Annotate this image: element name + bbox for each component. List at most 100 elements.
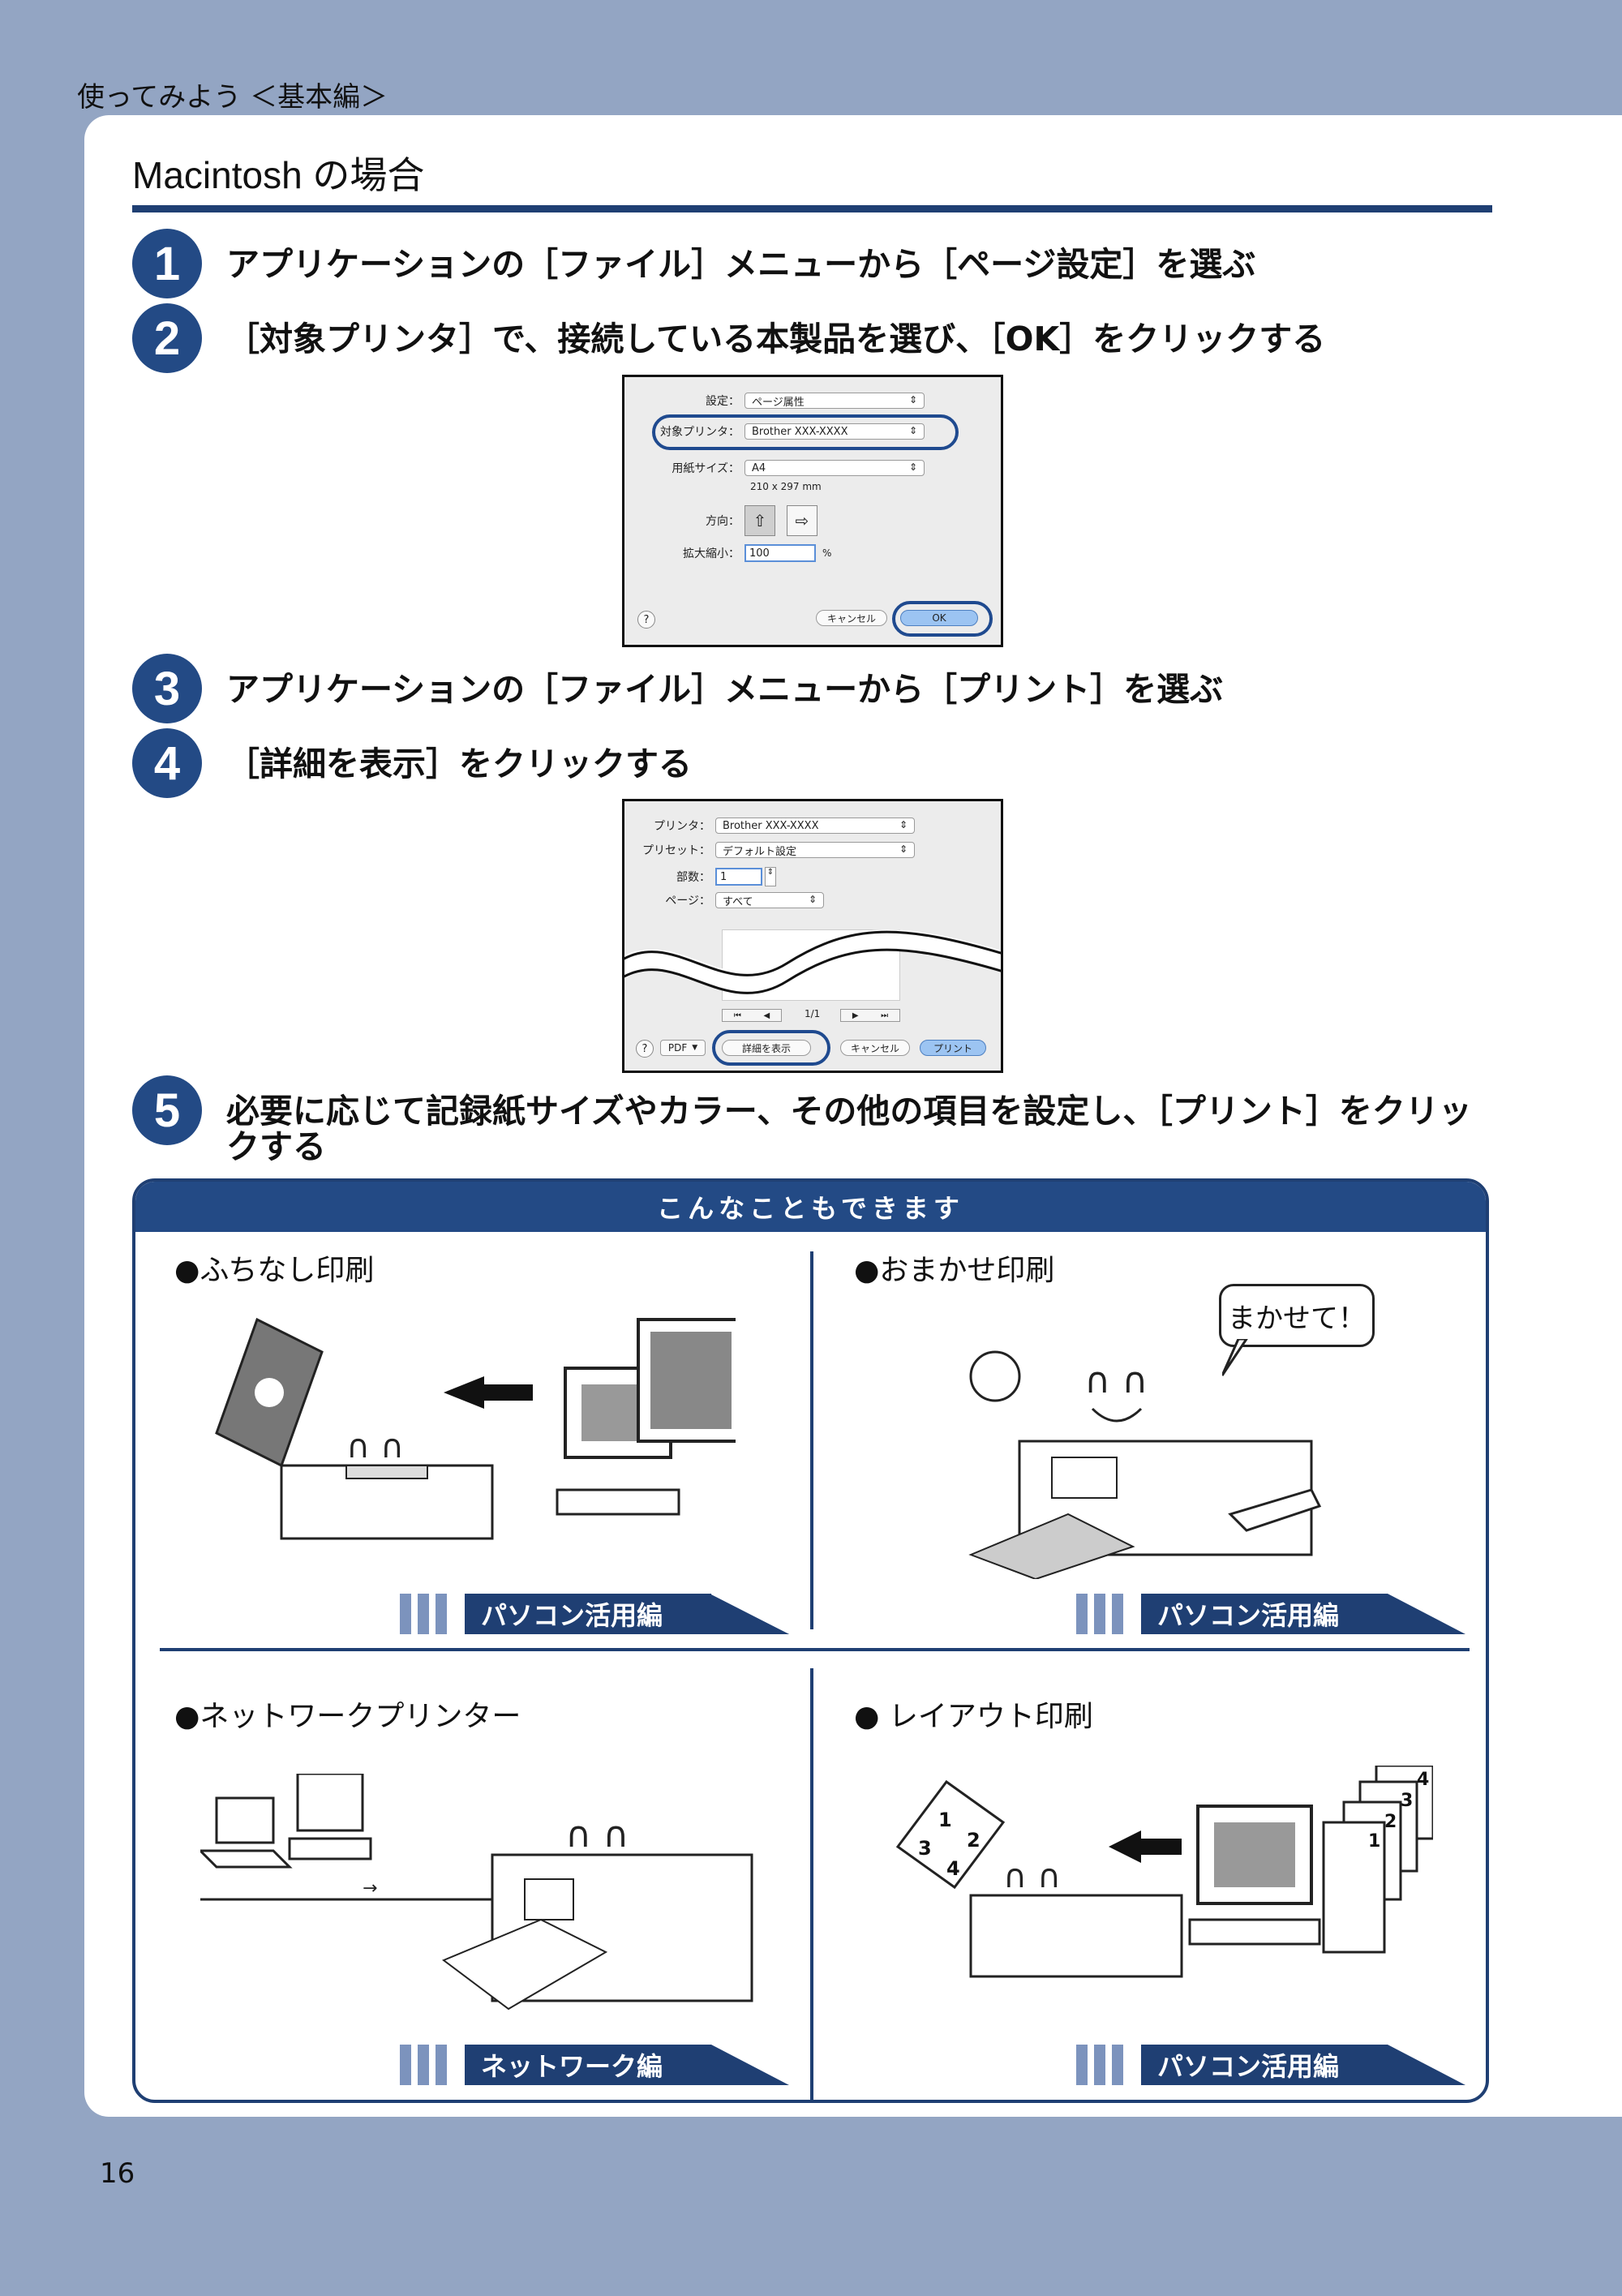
copies-stepper[interactable]: ⇕ [765,867,776,886]
page-number: 16 [100,2157,135,2190]
tag-arrow-shape [1141,2045,1465,2085]
reference-tag-network[interactable]: ネットワーク編 [400,2045,789,2085]
feature-title-network: ●ネットワークプリンター [174,1700,521,1733]
step-text: ［対象プリンタ］で、接続している本製品を選び、［OK］をクリックする [226,320,1326,358]
scale-label: 拡大縮小： [683,547,740,560]
vertical-divider [810,1668,813,2100]
svg-text:3: 3 [1401,1791,1413,1811]
settings-label: 設定： [706,395,740,408]
tag-arrow-shape [465,2045,789,2085]
page-counter: 1/1 [805,1008,821,1019]
pdf-menu-button[interactable]: PDF▼ [660,1040,706,1056]
auto-print-illustration: ∩ ∩ [968,1350,1322,1579]
features-box: こんなこともできます ●ふちなし印刷 ∩ ∩ パソコン活用編 ●おまかせ印刷 ま… [132,1178,1489,2103]
updown-arrow-icon: ⇕ [899,843,908,855]
preset-label: プリセット： [642,844,710,857]
prev-page-buttons[interactable]: ⏮◀ [722,1009,782,1022]
updown-arrow-icon: ⇕ [908,394,917,406]
print-button[interactable]: プリント [920,1040,986,1056]
first-page-icon: ⏮ [733,1011,741,1020]
feature-title-layout: ● レイアウト印刷 [854,1700,1093,1733]
scale-input[interactable]: 100 [744,544,816,562]
target-printer-value: Brother XXX-XXXX [752,425,848,438]
svg-text:∩ ∩: ∩ ∩ [565,1814,629,1856]
tag-label: パソコン活用編 [481,1600,663,1631]
orientation-label: 方向： [706,515,740,528]
paper-size-value: A4 [752,461,766,474]
step-number: 2 [132,303,202,373]
scale-unit: % [822,547,832,559]
horizontal-divider [160,1648,1470,1651]
step-text: ［詳細を表示］をクリックする [226,745,692,783]
target-printer-select[interactable]: Brother XXX-XXXX ⇕ [744,423,925,440]
pages-label: ページ： [665,895,710,908]
reference-tag-pc[interactable]: パソコン活用編 [400,1594,789,1634]
section-rule [132,205,1492,212]
paper-dimensions: 210 x 297 mm [750,481,822,492]
updown-arrow-icon: ⇕ [908,461,917,473]
updown-arrow-icon: ⇕ [908,425,917,436]
pages-select[interactable]: すべて⇕ [715,892,824,908]
page-setup-dialog: 設定： ページ属性 ⇕ 対象プリンタ： Brother XXX-XXXX ⇕ 用紙サ… [622,375,1003,647]
step-1: 1 アプリケーションの［ファイル］メニューから［ページ設定］を選ぶ [132,229,1491,298]
svg-text:→: → [363,1878,377,1899]
speech-bubble-tail [1222,1339,1248,1376]
tag-label: ネットワーク編 [481,2051,663,2082]
cancel-button[interactable]: キャンセル [840,1040,910,1056]
svg-text:1: 1 [938,1809,952,1831]
feature-title-borderless: ●ふちなし印刷 [174,1254,375,1287]
tag-arrow-shape [1141,1594,1465,1634]
updown-arrow-icon: ⇕ [899,819,908,830]
network-printer-illustration: → ∩ ∩ [200,1774,753,2011]
next-page-buttons[interactable]: ▶⏭ [840,1009,900,1022]
step-number: 4 [132,728,202,798]
step-text: アプリケーションの［ファイル］メニューから［ページ設定］を選ぶ [226,245,1256,284]
reference-tag-pc[interactable]: パソコン活用編 [1076,1594,1465,1634]
step-text: アプリケーションの［ファイル］メニューから［プリント］を選ぶ [226,670,1224,709]
section-title: Macintosh の場合 [132,154,425,196]
step-4: 4 ［詳細を表示］をクリックする [132,728,1491,798]
tag-label: パソコン活用編 [1157,1600,1340,1631]
settings-value: ページ属性 [752,396,805,409]
copies-input[interactable]: 1 [715,868,762,886]
landscape-orientation-icon[interactable]: ⇨ [787,505,817,536]
paper-size-select[interactable]: A4 ⇕ [744,460,925,476]
cancel-button[interactable]: キャンセル [816,610,887,626]
updown-arrow-icon: ⇕ [808,894,817,905]
prev-page-icon: ◀ [763,1011,770,1020]
step-text: 必要に応じて記録紙サイズやカラー、その他の項目を設定し、［プリント］をクリックす… [226,1092,1472,1166]
pdf-label: PDF [667,1042,688,1054]
settings-select[interactable]: ページ属性 ⇕ [744,393,925,409]
last-page-icon: ⏭ [881,1011,889,1020]
svg-text:4: 4 [1417,1770,1429,1790]
speech-bubble: まかせて！ [1219,1284,1375,1347]
paper-size-label: 用紙サイズ： [672,462,740,475]
copies-label: 部数： [676,871,710,884]
reference-tag-pc[interactable]: パソコン活用編 [1076,2045,1465,2085]
svg-text:2: 2 [967,1829,980,1852]
tag-arrow-shape [465,1594,789,1634]
portrait-orientation-icon[interactable]: ⇧ [744,505,775,536]
step-2: 2 ［対象プリンタ］で、接続している本製品を選び、［OK］をクリックする [132,303,1491,373]
target-printer-label: 対象プリンタ： [660,426,740,439]
svg-text:∩ ∩: ∩ ∩ [1084,1360,1148,1401]
highlight-ring [652,414,959,450]
features-header: こんなこともできます [135,1182,1486,1232]
printer-select[interactable]: Brother XXX-XXXX ⇕ [715,818,915,834]
vertical-divider [810,1251,813,1629]
header-label: 使ってみよう ＜基本編＞ [77,81,388,114]
next-page-icon: ▶ [852,1011,859,1020]
svg-text:1: 1 [1368,1831,1380,1852]
highlight-ring [892,601,993,637]
printer-value: Brother XXX-XXXX [723,819,819,832]
help-button[interactable]: ? [636,1040,654,1058]
preset-select[interactable]: デフォルト設定⇕ [715,842,915,858]
svg-text:2: 2 [1384,1812,1397,1832]
show-details-button[interactable]: 詳細を表示 [722,1040,811,1056]
svg-text:4: 4 [946,1857,960,1880]
tag-label: パソコン活用編 [1157,2051,1340,2082]
help-button[interactable]: ? [637,611,655,629]
svg-text:3: 3 [918,1837,932,1860]
step-number: 5 [132,1075,202,1145]
step-3: 3 アプリケーションの［ファイル］メニューから［プリント］を選ぶ [132,654,1491,723]
